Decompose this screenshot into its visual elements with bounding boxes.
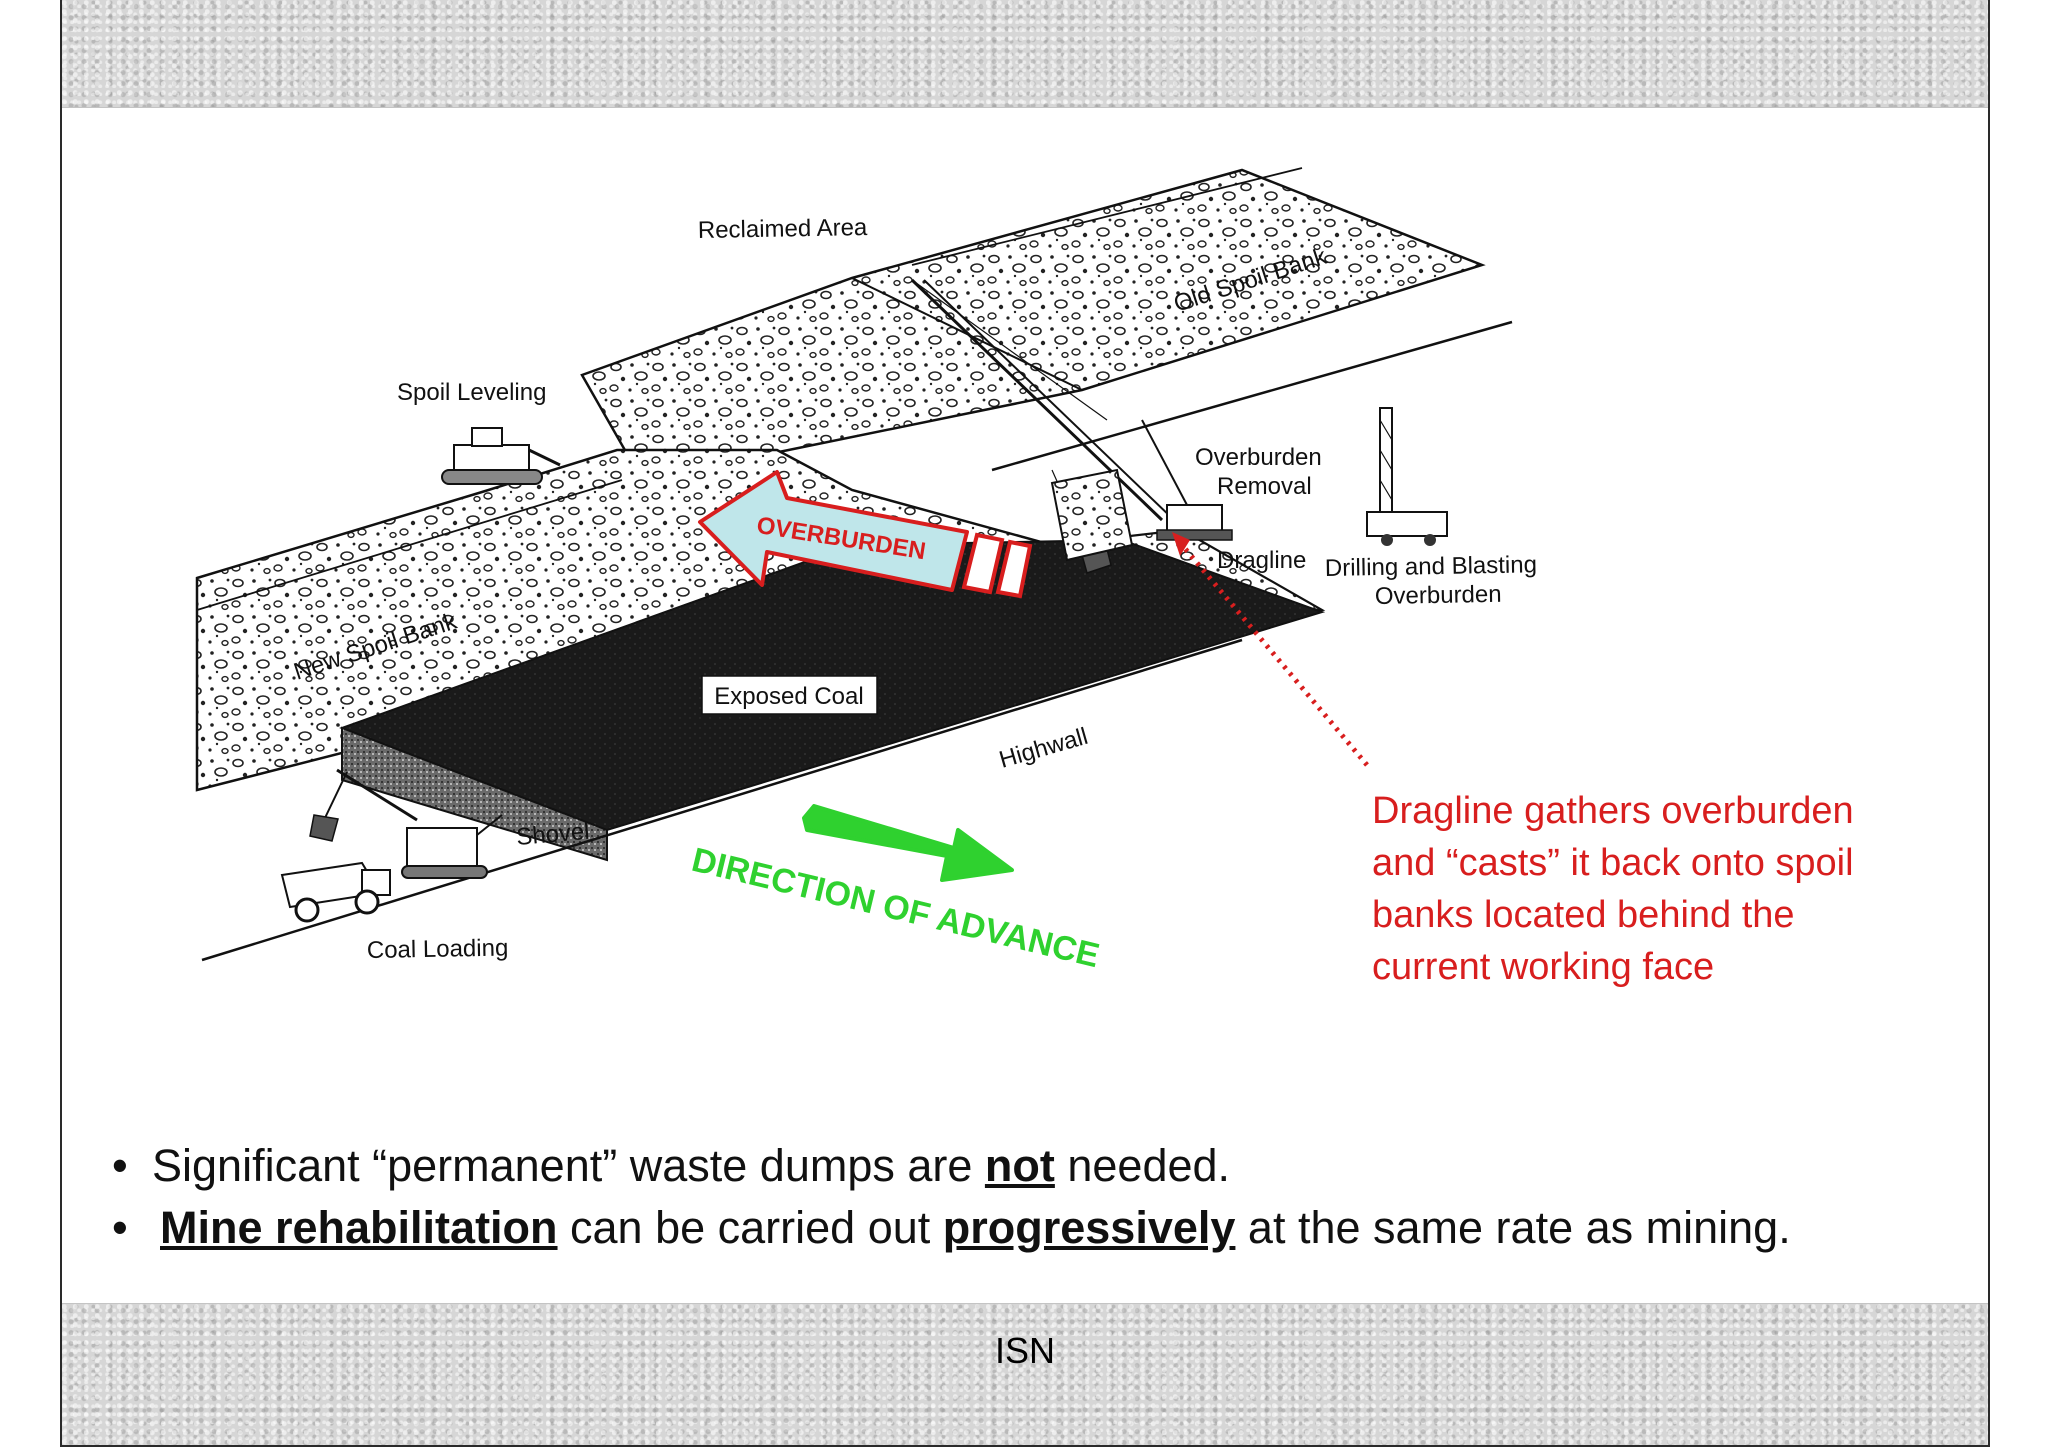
direction-arrow	[802, 804, 1014, 882]
label-exposed-coal: Exposed Coal	[714, 683, 863, 710]
bottom-border	[62, 1445, 1988, 1447]
callout-line-4: current working face	[1372, 946, 1714, 988]
shovel-icon	[309, 768, 503, 879]
overburden-arrow: OVERBURDEN	[698, 470, 1033, 599]
callout-line-1: Dragline gathers overburden	[1372, 790, 1854, 832]
dragline-callout: Dragline gathers overburden and “casts” …	[1372, 790, 1854, 988]
label-drilling-2: Overburden	[1375, 581, 1502, 610]
callout-line-3: banks located behind the	[1372, 894, 1795, 936]
bullet-waste-dumps: Significant “permanent” waste dumps are …	[112, 1135, 1972, 1197]
bullet-1-text: Significant “permanent” waste dumps are	[152, 1140, 985, 1191]
callout-line-2: and “casts” it back onto spoil	[1372, 842, 1854, 884]
exposed-coal-tag: Exposed Coal	[701, 675, 878, 715]
label-reclaimed-area: Reclaimed Area	[698, 214, 869, 244]
bullet-list: Significant “permanent” waste dumps are …	[112, 1135, 1972, 1259]
label-overburden-removal-2: Removal	[1217, 473, 1312, 500]
label-overburden-removal-1: Overburden	[1195, 444, 1322, 471]
haul-truck-icon	[280, 861, 391, 923]
strip-mining-diagram: OVERBURDEN DIRECTION OF ADVANCE Reclaime…	[195, 167, 1854, 988]
bullet-1-tail: needed.	[1054, 1140, 1231, 1191]
header-band	[62, 0, 1988, 108]
label-spoil-leveling: Spoil Leveling	[397, 379, 546, 406]
drill-rig-icon	[1366, 407, 1448, 546]
bullet-2-emphasis-1: Mine rehabilitation	[160, 1202, 558, 1253]
callout-pointer-head	[1172, 532, 1190, 556]
label-highwall: Highwall	[996, 723, 1091, 774]
label-dragline: Dragline	[1217, 547, 1306, 574]
overburden-block	[1050, 468, 1134, 562]
footer-band	[62, 1303, 1988, 1447]
slide: OVERBURDEN DIRECTION OF ADVANCE Reclaime…	[60, 0, 1990, 1447]
label-drilling-1: Drilling and Blasting	[1325, 551, 1538, 582]
bullet-2-emphasis-2: progressively	[942, 1202, 1236, 1253]
bullet-1-emphasis: not	[984, 1140, 1055, 1191]
label-coal-loading: Coal Loading	[367, 935, 509, 964]
bullet-2-text: can be carried out	[557, 1202, 943, 1253]
bullet-rehabilitation: Mine rehabilitation can be carried out p…	[112, 1197, 1972, 1259]
direction-of-advance-label: DIRECTION OF ADVANCE	[688, 841, 1103, 975]
old-spoil-bank	[580, 167, 1486, 482]
callout-pointer	[1180, 543, 1369, 767]
bullet-2-tail: at the same rate as mining.	[1235, 1202, 1791, 1253]
footer-text: ISN	[994, 1330, 1055, 1371]
bulldozer-icon	[441, 427, 561, 485]
label-shovel: Shovel	[515, 818, 590, 851]
